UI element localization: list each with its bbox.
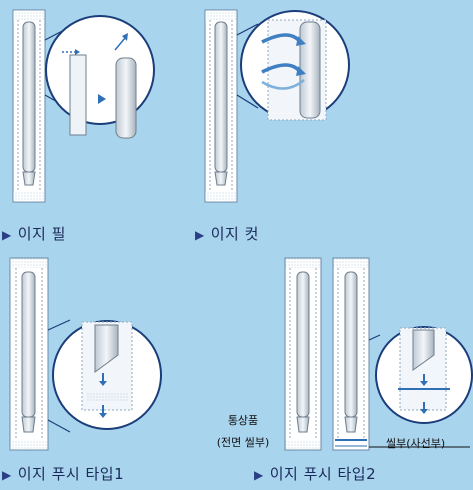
easy-push-2-diagonal-package [332, 257, 370, 451]
play-arrow-icon [98, 94, 106, 104]
full-seal-label: 통상품 (전면 씰부) [216, 414, 270, 449]
caption-easy-push-2: ▶이지 푸시 타입2 [254, 465, 377, 483]
caption-easy-push-1: ▶이지 푸시 타입1 [2, 465, 125, 483]
diagonal-seal-label: 씰부(사선부) [386, 437, 446, 450]
up-right-arrow-icon [122, 33, 128, 41]
easy-cut-package [204, 9, 238, 203]
easy-peel-zoom-circle [44, 15, 155, 139]
right-arrow-icon [75, 49, 80, 55]
caption-easy-cut: ▶이지 컷 [195, 225, 259, 243]
easy-push-1-zoom-circle [47, 319, 162, 433]
easy-push-2-standard-package [284, 257, 322, 451]
easy-cut-zoom-circle [236, 10, 350, 121]
easy-push-2-zoom-circle [368, 326, 473, 424]
easy-peel-package [12, 9, 46, 203]
caption-easy-peel: ▶이지 필 [2, 225, 66, 243]
easy-push-1-package [9, 257, 49, 451]
